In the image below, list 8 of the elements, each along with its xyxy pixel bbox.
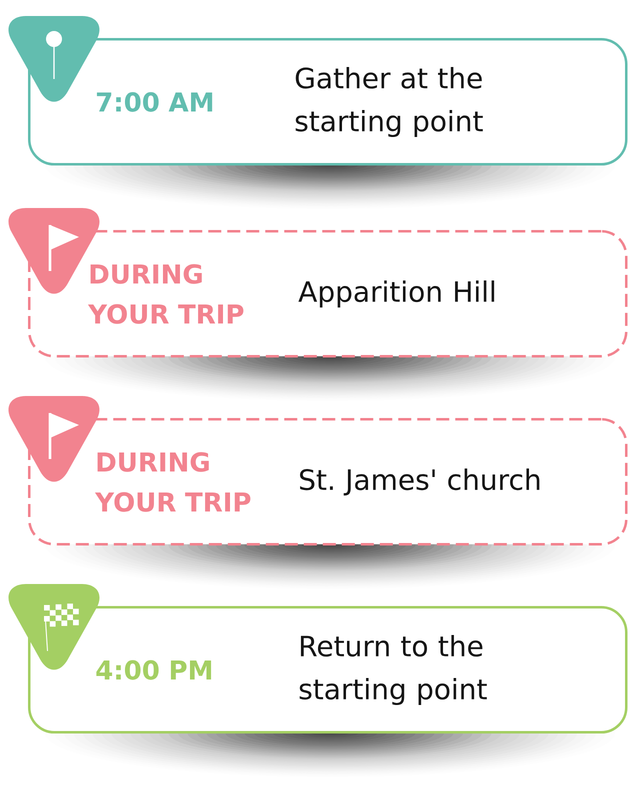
- stop-description: Gather at the starting point: [296, 66, 483, 138]
- stop-description: Return to the starting point: [300, 634, 487, 706]
- time-label: DURING YOUR TRIP: [88, 264, 244, 324]
- time-label: 4:00 PM: [96, 660, 212, 680]
- stop-description: Apparition Hill: [298, 280, 494, 308]
- time-label: DURING YOUR TRIP: [94, 452, 250, 512]
- time-label: 7:00 AM: [96, 92, 212, 112]
- stop-description: St. James' church: [300, 468, 540, 496]
